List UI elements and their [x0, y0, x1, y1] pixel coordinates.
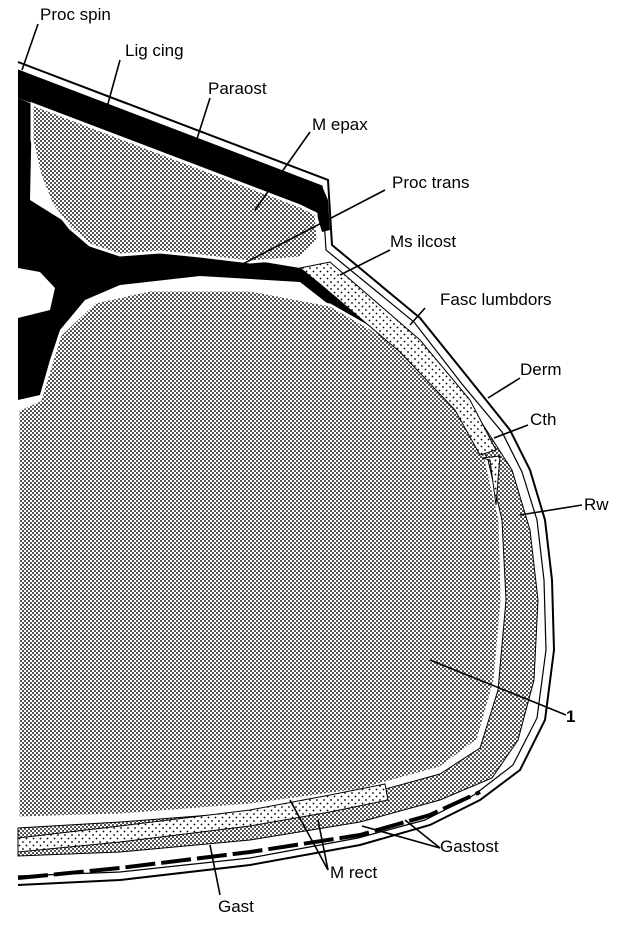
leader-gastost-b — [362, 826, 440, 848]
leader-paraost — [196, 98, 210, 142]
label-fasc-lumbdors: Fasc lumbdors — [440, 290, 551, 309]
label-ms-ilcost: Ms ilcost — [390, 232, 456, 251]
label-rw: Rw — [584, 495, 609, 514]
label-m-rect: M rect — [330, 863, 378, 882]
leader-rw — [520, 505, 582, 515]
label-paraost: Paraost — [208, 79, 267, 98]
label-derm: Derm — [520, 360, 562, 379]
label-gastost: Gastost — [440, 837, 499, 856]
label-lig-cing: Lig cing — [125, 41, 184, 60]
leader-cth — [494, 425, 528, 438]
leader-derm — [488, 378, 520, 398]
label-proc-trans: Proc trans — [392, 173, 469, 192]
leader-proc-spin — [22, 24, 38, 70]
label-m-epax: M epax — [312, 115, 368, 134]
label-one: 1 — [566, 707, 575, 726]
label-proc-spin: Proc spin — [40, 5, 111, 24]
label-cth: Cth — [530, 410, 556, 429]
label-gast: Gast — [218, 897, 254, 916]
